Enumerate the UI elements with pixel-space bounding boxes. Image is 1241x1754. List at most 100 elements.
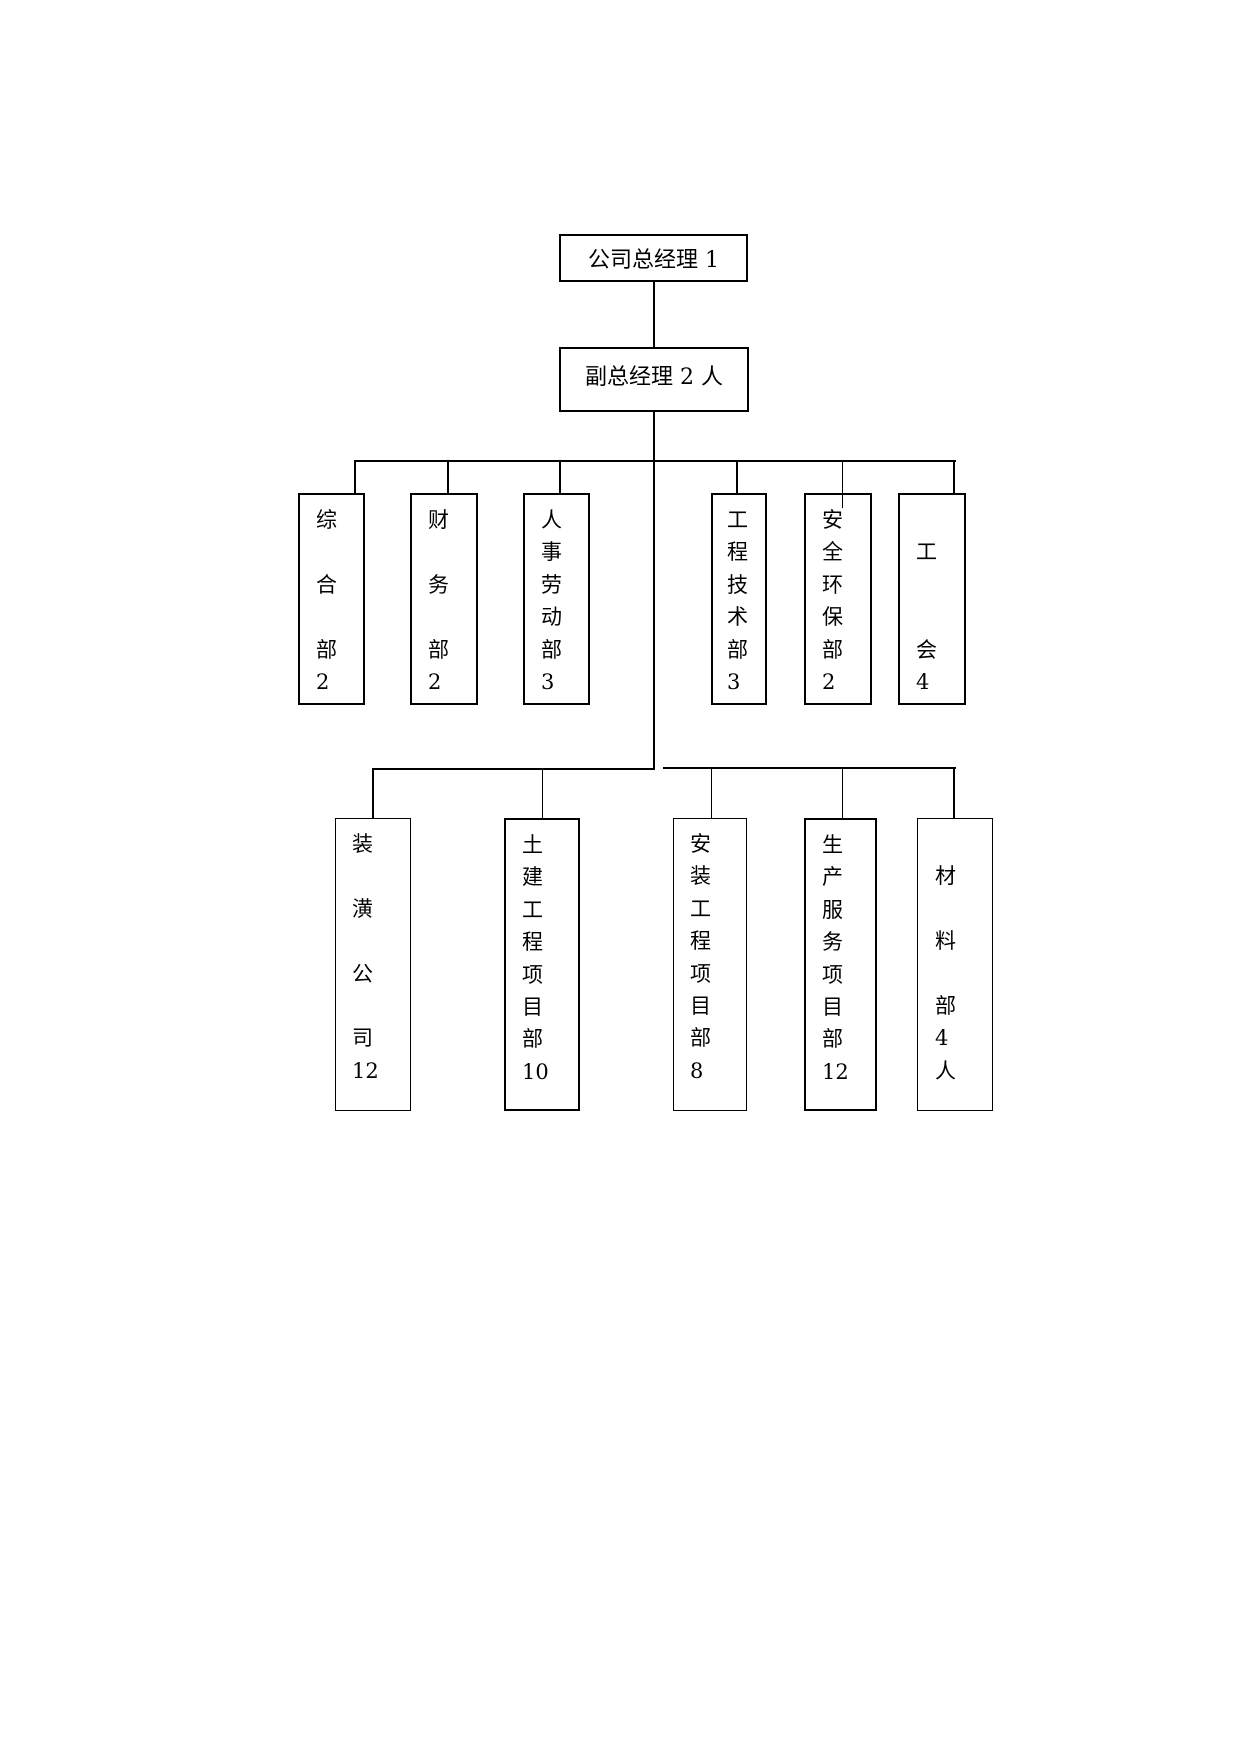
box-label-char: 3 (541, 669, 555, 694)
box-label-char (935, 893, 992, 925)
box-label-char: 术 (727, 605, 748, 630)
connector-trunk (653, 411, 655, 770)
box-label-char: 部 (428, 637, 449, 662)
box-label-char: 事 (541, 540, 562, 565)
box-label-char: 动 (541, 605, 562, 630)
box-label-char: 部 (690, 1026, 711, 1051)
box-label-char (352, 990, 410, 1022)
box-label-char: 12 (352, 1058, 379, 1083)
box-label-char: 部 (822, 1027, 843, 1052)
box-label-char: 目 (690, 993, 711, 1018)
box-label-char (916, 569, 964, 601)
box-label-char (316, 601, 363, 633)
box-label-char: 装 (352, 832, 373, 856)
box-label-char: 部 (522, 1027, 543, 1052)
box-label-char: 部 (727, 637, 748, 662)
unit-box-materials: 材料部 4 人 (917, 818, 993, 1111)
box-label-char: 保 (822, 605, 843, 630)
box-label-char: 潢 (352, 896, 373, 921)
connector-drop (842, 460, 843, 508)
box-label-char: 3 (727, 669, 741, 694)
box-label-char: 2 (822, 669, 836, 694)
box-label-char: 10 (522, 1059, 549, 1084)
box-label-char: 财 (428, 508, 449, 532)
box-label-char: 项 (822, 962, 843, 987)
box-label-char (935, 958, 992, 990)
box-label-char (428, 536, 476, 568)
connector-unit-bus-left (373, 768, 655, 770)
box-label-char: 会 (916, 637, 937, 662)
box-label-char: 建 (522, 865, 543, 890)
connector-drop (372, 768, 374, 819)
box-label-char: 2 (428, 669, 442, 694)
box-label-char (352, 925, 410, 957)
box-label-char (352, 860, 410, 892)
box-label-char: 环 (822, 572, 843, 597)
box-label-char (916, 504, 964, 536)
connector-drop (559, 460, 561, 494)
connector-drop (447, 460, 449, 494)
connector-drop (542, 768, 543, 819)
box-label-char: 人 (935, 1058, 956, 1083)
box-label-char: 务 (428, 572, 449, 597)
general-manager-label: 公司总经理 1 (588, 248, 719, 273)
box-label-char: 材 (935, 864, 956, 889)
box-label-char: 8 (690, 1058, 704, 1083)
box-label-char (316, 536, 363, 568)
unit-box-installation-project: 安装工程项目部 8 (673, 818, 747, 1111)
box-label-char: 部 (541, 637, 562, 662)
unit-box-civil-project: 土建工程项目部 10 (504, 818, 580, 1111)
dept-box-union: 工会 4 (898, 493, 966, 705)
box-label-char: 产 (822, 865, 843, 890)
box-label-char: 部 (316, 637, 337, 662)
box-label-char: 2 (316, 669, 330, 694)
box-label-char: 项 (690, 961, 711, 986)
box-label-char: 安 (690, 832, 711, 856)
box-label-char: 人 (541, 508, 562, 532)
connector-drop (842, 768, 843, 819)
box-label-char: 服 (822, 897, 843, 922)
connector-drop (711, 768, 712, 819)
box-label-char: 程 (727, 540, 748, 565)
connector-dept-bus (354, 460, 956, 462)
box-label-char (935, 828, 992, 860)
box-label-char: 4 (916, 669, 930, 694)
deputy-manager-label: 副总经理 2 人 (585, 365, 723, 390)
box-label-char: 土 (522, 833, 543, 857)
dept-box-finance: 财务部 2 (410, 493, 478, 705)
box-label-char: 部 (822, 637, 843, 662)
box-label-char: 司 (352, 1026, 373, 1051)
box-label-char: 技 (727, 572, 748, 597)
connector-top-deputy (653, 282, 655, 348)
box-label-char: 务 (822, 930, 843, 955)
box-label-char: 程 (690, 929, 711, 954)
box-label-char: 12 (822, 1059, 849, 1084)
box-label-char: 工 (522, 897, 543, 922)
general-manager-box: 公司总经理 1 (559, 234, 748, 282)
box-label-char (428, 601, 476, 633)
box-label-char (916, 601, 964, 633)
box-label-char: 目 (522, 994, 543, 1019)
box-label-char: 目 (822, 994, 843, 1019)
box-label-char: 工 (690, 896, 711, 921)
box-label-char: 工 (916, 540, 937, 565)
connector-drop (953, 768, 955, 819)
connector-drop (736, 460, 738, 494)
box-label-char: 程 (522, 930, 543, 955)
box-label-char: 4 (935, 1026, 949, 1051)
box-label-char: 项 (522, 962, 543, 987)
box-label-char: 料 (935, 929, 956, 954)
box-label-char: 部 (935, 993, 956, 1018)
box-label-char: 公 (352, 961, 373, 986)
box-label-char: 全 (822, 540, 843, 565)
unit-box-decoration-company: 装潢公司 12 (335, 818, 411, 1111)
connector-drop (953, 460, 955, 494)
box-label-char: 装 (690, 864, 711, 889)
box-label-char: 合 (316, 572, 337, 597)
connector-drop (354, 460, 356, 494)
